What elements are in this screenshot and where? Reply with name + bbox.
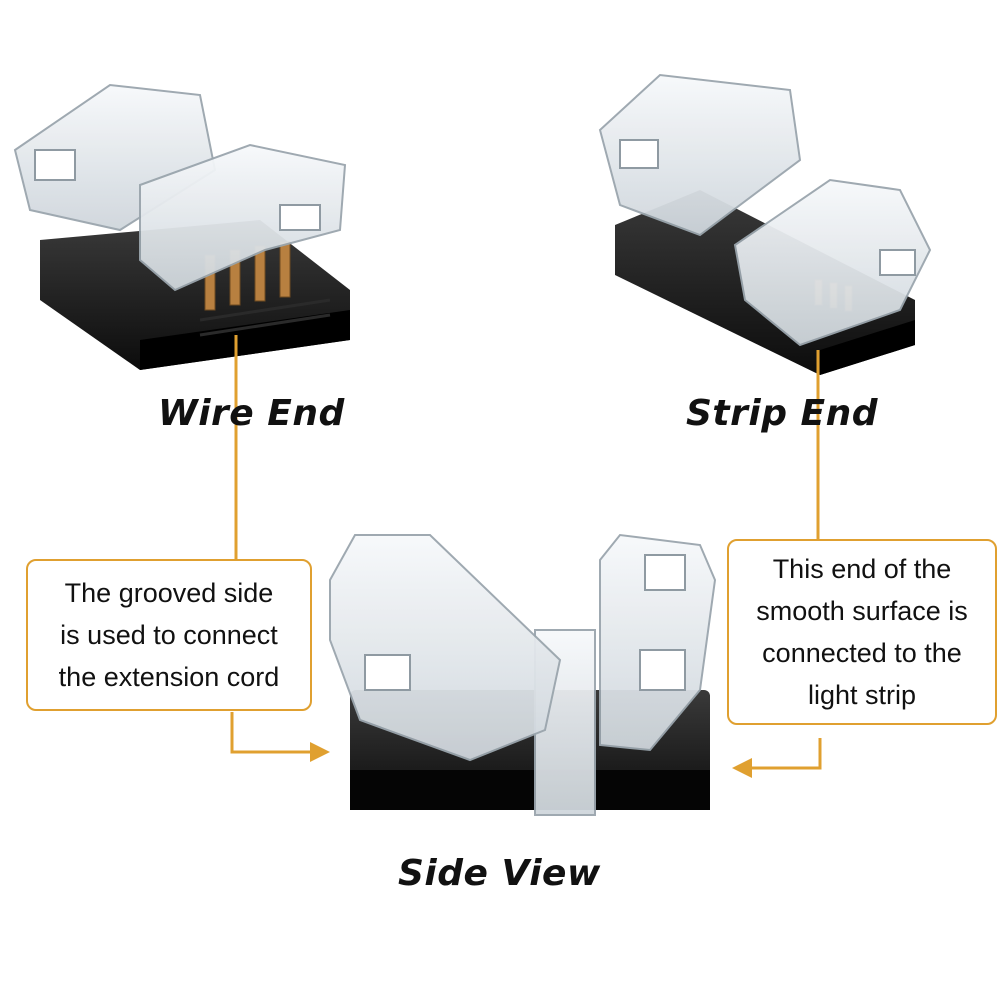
side-view-label: Side View	[398, 853, 601, 894]
side-view-connector-image	[329, 533, 717, 816]
strip-end-connector-image	[598, 73, 932, 375]
callout-line: connected to the	[762, 638, 962, 668]
left-arrow-head-icon	[310, 742, 330, 762]
strip-end-label: Strip End	[686, 393, 879, 434]
callout-line: The grooved side	[64, 578, 274, 608]
right-arrow-head-icon	[732, 758, 752, 778]
callout-line: smooth surface is	[756, 596, 968, 626]
callout-line: the extension cord	[58, 662, 280, 692]
callout-line: This end of the	[772, 554, 952, 584]
grooved-side-callout: The grooved side is used to connect the …	[26, 559, 312, 711]
right-arrow-line	[745, 738, 822, 770]
callout-line: is used to connect	[60, 620, 278, 650]
wire-end-label: Wire End	[158, 393, 345, 434]
leader-lines	[230, 335, 822, 770]
left-arrow-line	[230, 712, 318, 754]
wire-end-connector-image	[13, 83, 350, 370]
smooth-surface-callout: This end of the smooth surface is connec…	[727, 539, 997, 725]
callout-line: light strip	[807, 680, 917, 710]
